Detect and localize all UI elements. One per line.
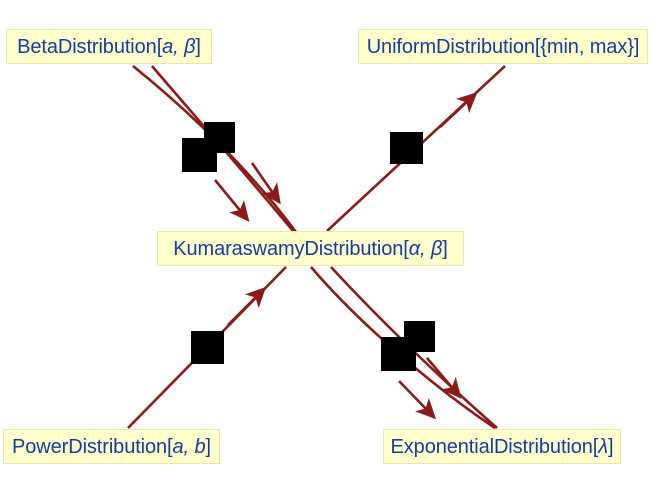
node-label-tail: ] [205,435,212,458]
node-label-head: ExponentialDistribution[ [390,435,599,458]
edge-kumaraswamy-to-uniform-arrow [439,92,478,128]
node-uniform-distribution[interactable]: UniformDistribution[{min, max}] [358,29,648,64]
node-label-head: BetaDistribution[ [17,35,163,58]
node-exponential-distribution[interactable]: ExponentialDistribution[λ] [383,429,621,464]
node-power-distribution[interactable]: PowerDistribution[a, b] [3,429,220,464]
node-beta-distribution[interactable]: BetaDistribution[a, β] [6,29,212,64]
node-kumaraswamy-distribution[interactable]: KumaraswamyDistribution[α, β] [157,231,464,266]
edge-beta-to-kumaraswamy-outer-arrow [250,162,281,205]
node-label-params: α, β [408,237,443,260]
edge-kumaraswamy-to-exponential-inner-arrow [398,380,437,420]
edge-marker-square [191,331,224,364]
node-label-head: KumaraswamyDistribution[ [173,237,409,260]
node-label-params: a, β [162,35,196,58]
edge-beta-to-kumaraswamy-inner-arrow [213,179,250,222]
node-label-params: a, b [172,435,206,458]
node-label-head: PowerDistribution[ [12,435,173,458]
node-label-tail: }] [627,35,640,58]
node-label-tail: ] [195,35,201,58]
edge-kumaraswamy-to-exponential-outer-arrow [426,357,462,399]
node-label-head: UniformDistribution[{ [366,35,547,58]
node-label-params: λ [598,435,608,458]
node-label-params: min, max [546,35,628,58]
edge-marker-square [381,337,416,371]
node-label-tail: ] [608,435,614,458]
edge-marker-square [182,138,217,172]
node-label-tail: ] [442,237,448,260]
edge-power-to-kumaraswamy-arrow [227,286,267,326]
edge-marker-square [390,132,423,164]
